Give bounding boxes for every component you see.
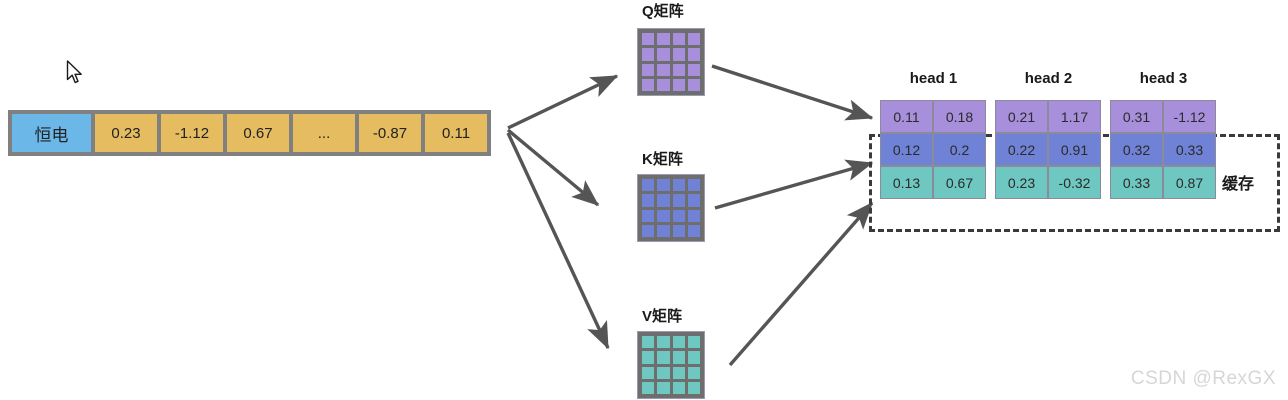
head-2-k-row: 0.22 0.91 — [995, 133, 1101, 166]
table-cell: 0.32 — [1110, 133, 1163, 166]
token-label-cell: 恒电 — [10, 112, 93, 154]
head-3-label: head 3 — [1139, 70, 1188, 87]
table-cell: -1.12 — [1163, 100, 1216, 133]
arrow-k-to-head — [714, 159, 874, 210]
table-cell: -0.32 — [1048, 166, 1101, 199]
table-cell: 0.11 — [880, 100, 933, 133]
q-matrix — [637, 28, 705, 96]
arrow-input-to-k — [506, 128, 600, 207]
table-cell: 0.18 — [933, 100, 986, 133]
arrow-input-to-v — [506, 132, 610, 350]
head-3-k-row: 0.32 0.33 — [1110, 133, 1216, 166]
table-cell: 0.31 — [1110, 100, 1163, 133]
table-cell: 0.21 — [995, 100, 1048, 133]
table-cell: 0.33 — [1163, 133, 1216, 166]
k-matrix — [637, 174, 705, 242]
token-value-cell: 0.67 — [225, 112, 291, 154]
cache-label: 缓存 — [1222, 176, 1255, 193]
head-2-label: head 2 — [1024, 70, 1073, 87]
head-3-v-row: 0.33 0.87 — [1110, 166, 1216, 199]
head-1-v-row: 0.13 0.67 — [880, 166, 986, 199]
q-matrix-label: Q矩阵 — [642, 3, 684, 20]
token-value-cell: -0.87 — [357, 112, 423, 154]
v-matrix — [637, 331, 705, 399]
table-cell: 0.23 — [995, 166, 1048, 199]
table-cell: 0.67 — [933, 166, 986, 199]
head-1-q-row: 0.11 0.18 — [880, 100, 986, 133]
head-3-q-row: 0.31 -1.12 — [1110, 100, 1216, 133]
table-cell: 0.22 — [995, 133, 1048, 166]
table-cell: 0.91 — [1048, 133, 1101, 166]
token-value-cell: -1.12 — [159, 112, 225, 154]
head-2-q-row: 0.21 1.17 — [995, 100, 1101, 133]
arrow-input-to-q — [507, 74, 619, 130]
input-embedding-row: 恒电 0.23 -1.12 0.67 ... -0.87 0.11 — [8, 110, 491, 156]
head-1-group: 0.11 0.18 0.12 0.2 0.13 0.67 — [880, 100, 986, 199]
mouse-cursor-icon — [66, 60, 82, 84]
k-matrix-label: K矩阵 — [642, 151, 683, 168]
table-cell: 1.17 — [1048, 100, 1101, 133]
table-cell: 0.13 — [880, 166, 933, 199]
table-cell: 0.87 — [1163, 166, 1216, 199]
arrow-q-to-head — [711, 64, 874, 121]
head-1-k-row: 0.12 0.2 — [880, 133, 986, 166]
head-2-group: 0.21 1.17 0.22 0.91 0.23 -0.32 — [995, 100, 1101, 199]
table-cell: 0.2 — [933, 133, 986, 166]
arrow-v-to-head — [728, 201, 874, 367]
token-value-cell: 0.23 — [93, 112, 159, 154]
head-3-group: 0.31 -1.12 0.32 0.33 0.33 0.87 — [1110, 100, 1216, 199]
head-1-label: head 1 — [909, 70, 958, 87]
token-value-cell: 0.11 — [423, 112, 489, 154]
head-2-v-row: 0.23 -0.32 — [995, 166, 1101, 199]
csdn-watermark: CSDN @RexGX — [1130, 368, 1276, 389]
v-matrix-label: V矩阵 — [642, 308, 683, 325]
table-cell: 0.12 — [880, 133, 933, 166]
token-value-cell: ... — [291, 112, 357, 154]
table-cell: 0.33 — [1110, 166, 1163, 199]
